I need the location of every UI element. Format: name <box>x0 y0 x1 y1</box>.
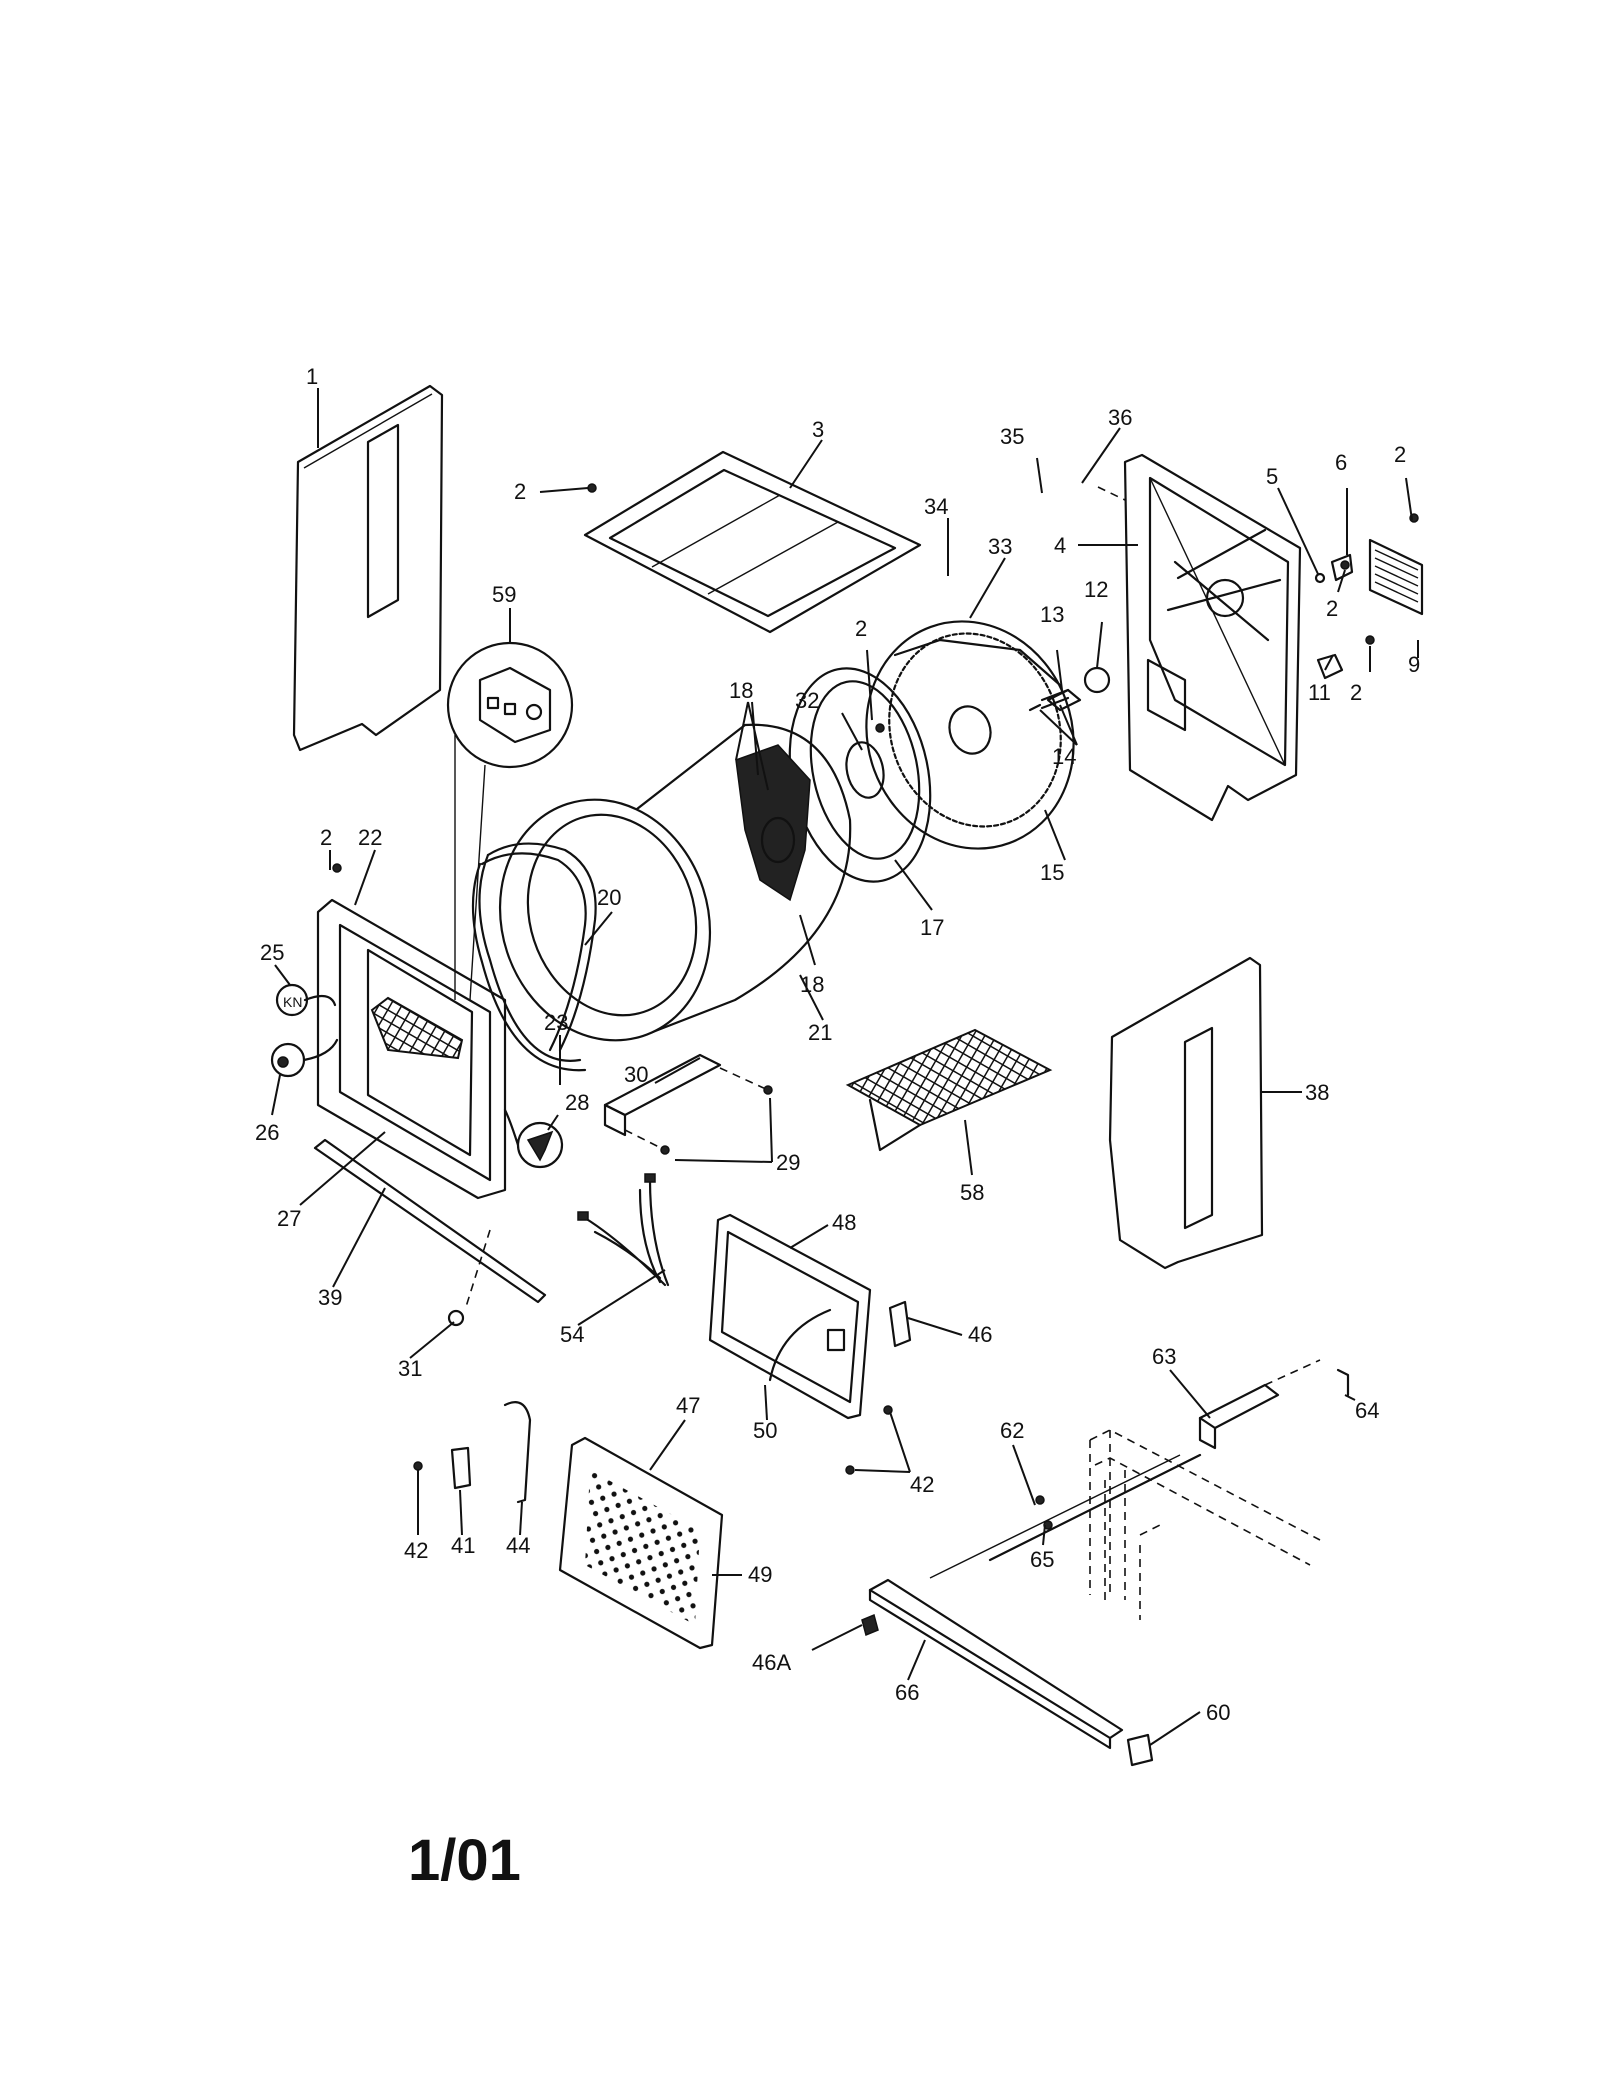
label-50: 50 <box>753 1418 777 1443</box>
side-panel-left <box>292 384 444 752</box>
switch-detail-callout <box>446 641 574 1001</box>
label-4: 4 <box>1054 533 1066 558</box>
side-panel-right <box>1108 956 1264 1270</box>
label-2b: 2 <box>1394 442 1406 467</box>
svg-text:KN: KN <box>283 994 302 1010</box>
label-21: 21 <box>808 1020 832 1045</box>
label-20: 20 <box>597 885 621 910</box>
label-62: 62 <box>1000 1418 1024 1443</box>
label-6: 6 <box>1335 450 1347 475</box>
label-33: 33 <box>988 534 1012 559</box>
wire-harness <box>577 1173 670 1287</box>
label-32: 32 <box>795 688 819 713</box>
cap-46 <box>888 1300 912 1348</box>
label-18b: 18 <box>800 972 824 997</box>
drum-seals <box>471 842 597 1072</box>
label-13: 13 <box>1040 602 1064 627</box>
drum <box>498 723 852 1042</box>
label-46: 46 <box>968 1322 992 1347</box>
label-31: 31 <box>398 1356 422 1381</box>
lint-rack <box>845 1028 1053 1152</box>
label-34: 34 <box>924 494 948 519</box>
label-48: 48 <box>832 1210 856 1235</box>
label-47: 47 <box>676 1393 700 1418</box>
label-1: 1 <box>306 364 318 389</box>
label-46A: 46A <box>752 1650 791 1675</box>
label-2a: 2 <box>514 479 526 504</box>
label-64: 64 <box>1355 1398 1379 1423</box>
top-panel <box>583 450 922 634</box>
label-29: 29 <box>776 1150 800 1175</box>
rear-panel <box>1123 453 1302 822</box>
label-42b: 42 <box>404 1538 428 1563</box>
front-panel <box>316 898 507 1200</box>
label-42a: 42 <box>910 1472 934 1497</box>
label-41: 41 <box>451 1533 475 1558</box>
label-30: 30 <box>624 1062 648 1087</box>
label-23: 23 <box>544 1010 568 1035</box>
base-assembly <box>861 1359 1350 1767</box>
date-code: 1/01 <box>408 1828 521 1893</box>
label-54: 54 <box>560 1322 584 1347</box>
label-12: 12 <box>1084 577 1108 602</box>
label-63: 63 <box>1152 1344 1176 1369</box>
label-3: 3 <box>812 417 824 442</box>
label-17: 17 <box>920 915 944 940</box>
blower-wheel <box>865 620 1075 850</box>
label-36: 36 <box>1108 405 1132 430</box>
label-2f: 2 <box>320 825 332 850</box>
label-9: 9 <box>1408 652 1420 677</box>
label-28: 28 <box>565 1090 589 1115</box>
rear-small-parts <box>1097 486 1424 680</box>
label-44: 44 <box>506 1533 530 1558</box>
label-11: 11 <box>1308 680 1331 705</box>
toe-panel <box>313 1138 547 1327</box>
part-labels: 1 2 3 35 36 5 6 2 34 33 4 2 9 59 2 13 12… <box>255 364 1420 1725</box>
label-58: 58 <box>960 1180 984 1205</box>
label-59: 59 <box>492 582 516 607</box>
bracket <box>603 1053 769 1151</box>
label-25: 25 <box>260 940 284 965</box>
label-27: 27 <box>277 1206 301 1231</box>
small-brackets <box>450 1401 532 1504</box>
front-access-cover <box>558 1436 724 1650</box>
label-22: 22 <box>358 825 382 850</box>
label-49: 49 <box>748 1562 772 1587</box>
label-66: 66 <box>895 1680 919 1705</box>
label-5: 5 <box>1266 464 1278 489</box>
label-35: 35 <box>1000 424 1024 449</box>
label-60: 60 <box>1206 1700 1230 1725</box>
label-15: 15 <box>1040 860 1064 885</box>
label-38: 38 <box>1305 1080 1329 1105</box>
access-panel <box>708 1213 872 1420</box>
front-switches: KN <box>270 983 564 1169</box>
label-18a: 18 <box>729 678 753 703</box>
fasteners <box>332 483 1419 1530</box>
label-26: 26 <box>255 1120 279 1145</box>
label-39: 39 <box>318 1285 342 1310</box>
label-2d: 2 <box>1350 680 1362 705</box>
label-2c: 2 <box>1326 596 1338 621</box>
label-65: 65 <box>1030 1547 1054 1572</box>
label-14: 14 <box>1052 744 1076 769</box>
label-2e: 2 <box>855 616 867 641</box>
leader-lines <box>271 388 1419 1746</box>
